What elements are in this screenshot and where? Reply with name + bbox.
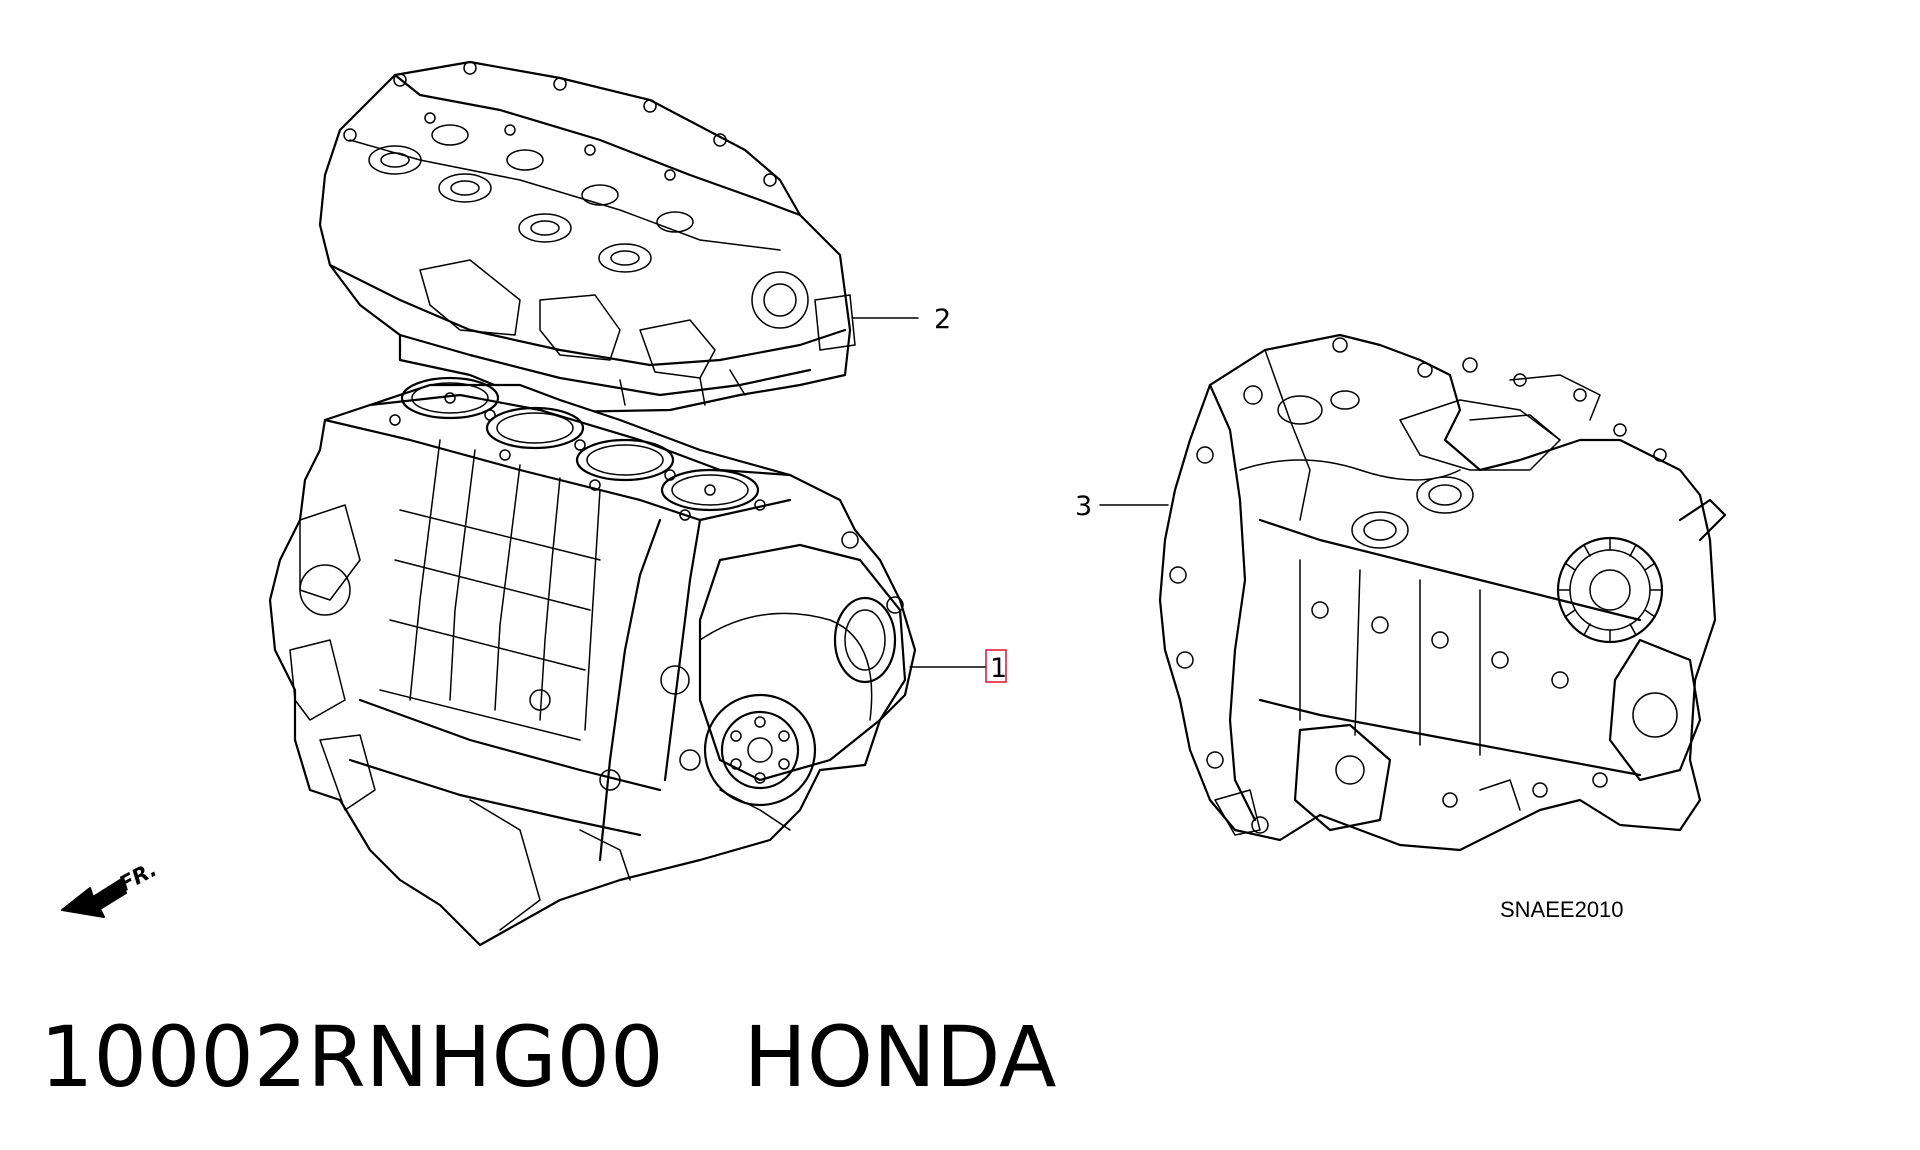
diagram-code: SNAEE2010 bbox=[1500, 897, 1624, 922]
brand-name: HONDA bbox=[743, 1008, 1057, 1106]
callout-2[interactable]: 2 bbox=[851, 304, 951, 335]
callout-1-label: 1 bbox=[990, 653, 1007, 684]
transmission-illustration bbox=[1158, 333, 1727, 852]
callout-2-label: 2 bbox=[934, 304, 951, 335]
cylinder-block-illustration bbox=[268, 376, 917, 947]
callout-1[interactable]: 1 bbox=[909, 649, 1007, 684]
part-number: 10002RNHG00 bbox=[40, 1008, 664, 1106]
front-arrow-icon: FR. bbox=[61, 857, 161, 918]
part-title: 10002RNHG00 HONDA bbox=[40, 1015, 1056, 1099]
callout-3-label: 3 bbox=[1075, 491, 1092, 522]
cylinder-head-illustration bbox=[318, 60, 856, 414]
callout-1-highlight bbox=[985, 649, 1007, 683]
engine-illustration bbox=[268, 60, 917, 947]
callout-3[interactable]: 3 bbox=[1075, 491, 1169, 522]
